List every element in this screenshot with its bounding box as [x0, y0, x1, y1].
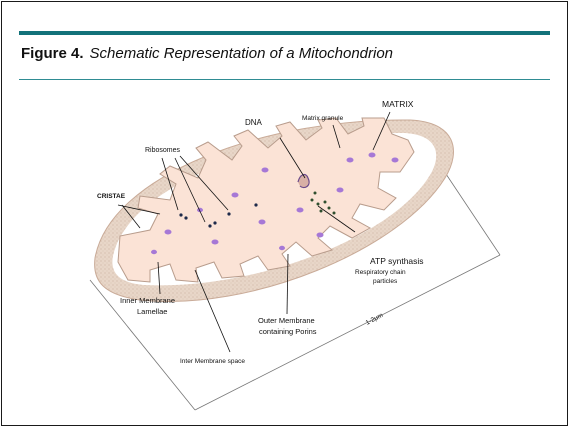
- label-respiratory-line1: Respiratory chain: [355, 269, 406, 276]
- label-inner-membrane-line1: Inner Membrane: [120, 296, 175, 305]
- label-cristae: CRISTAE: [97, 193, 126, 200]
- label-outer-membrane-line1: Outer Membrane: [258, 316, 315, 325]
- label-outer-membrane-line2: containing Porins: [259, 327, 317, 336]
- label-respiratory-line2: particles: [373, 278, 398, 285]
- label-scale: 1-2μm: [365, 312, 385, 327]
- label-ribosomes: Ribosomes: [145, 147, 181, 154]
- label-dna: DNA: [245, 118, 263, 127]
- label-inter-membrane: Inter Membrane space: [180, 358, 245, 365]
- label-atp-synthesis: ATP synthasis: [370, 256, 424, 266]
- label-matrix: MATRIX: [382, 99, 414, 109]
- label-inner-membrane-line2: Lamellae: [137, 307, 167, 316]
- label-matrix-granule: Matrix granule: [302, 115, 344, 122]
